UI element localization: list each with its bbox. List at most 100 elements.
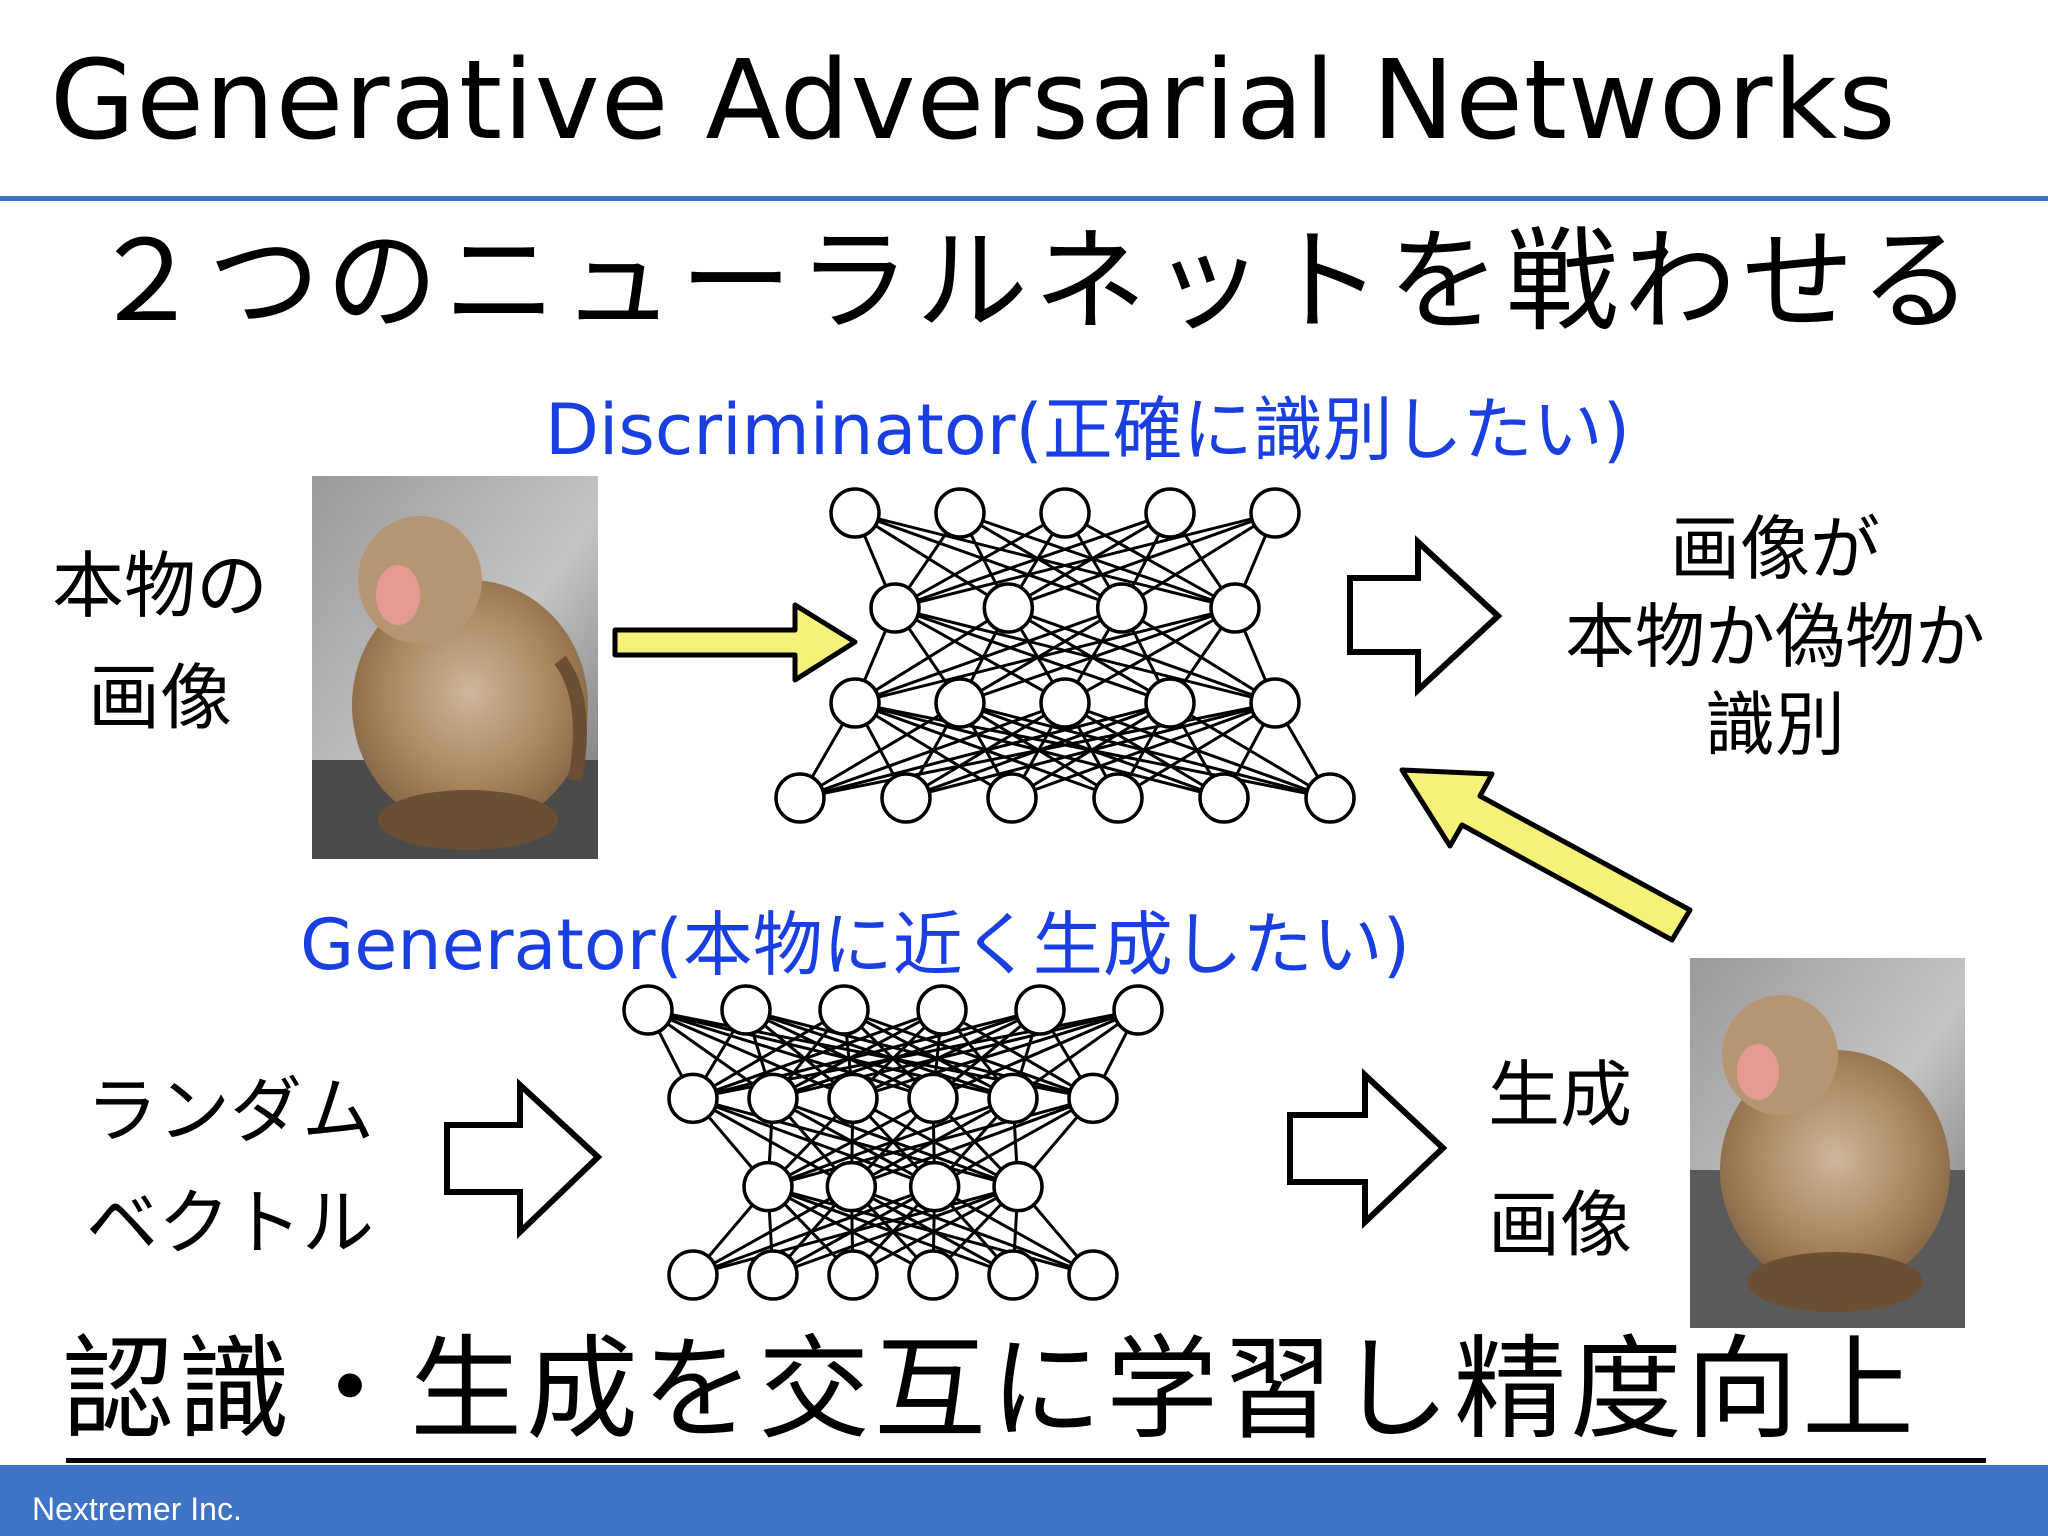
discriminator-connection bbox=[959, 511, 1236, 610]
discriminator-network bbox=[774, 487, 1356, 824]
generator-connection bbox=[772, 1185, 1019, 1277]
random-vector-label: ランダム ベクトル bbox=[60, 1055, 400, 1279]
output-line3: 識別 bbox=[1705, 684, 1845, 766]
discriminator-node-layer3 bbox=[1039, 677, 1091, 729]
generator-node-layer2 bbox=[667, 1072, 719, 1125]
generator-connection bbox=[767, 1096, 1014, 1189]
discriminator-connection bbox=[1007, 606, 1171, 705]
discriminator-connection bbox=[1117, 701, 1276, 800]
generator-node-layer4 bbox=[827, 1249, 879, 1301]
generator-node-layer3 bbox=[742, 1160, 794, 1213]
real-image-label: 本物の 画像 bbox=[30, 530, 290, 754]
generator-node-layer1 bbox=[720, 984, 772, 1036]
discriminator-node-layer1 bbox=[1249, 487, 1301, 539]
generator-node-layer3 bbox=[992, 1160, 1044, 1213]
footer-bar bbox=[0, 1465, 2048, 1536]
generator-connection bbox=[850, 1096, 1094, 1189]
generator-connection bbox=[767, 1097, 934, 1188]
real-image-label-line1: 本物の bbox=[51, 544, 268, 628]
generator-node-layer4 bbox=[987, 1249, 1039, 1301]
discriminator-connection bbox=[959, 511, 1123, 610]
discriminator-node-layer3 bbox=[1144, 677, 1196, 729]
generator-connection bbox=[843, 1008, 1014, 1100]
discriminator-node-layer1 bbox=[1039, 487, 1091, 539]
conclusion-underline bbox=[66, 1458, 1986, 1463]
generator-node-layer3 bbox=[908, 1160, 961, 1213]
discriminator-node-layer2 bbox=[1095, 582, 1148, 634]
discriminator-label: Discriminator(正確に識別したい) bbox=[545, 389, 1631, 471]
slide-subtitle: ２つのニューラルネットを戦わせる bbox=[90, 217, 1978, 347]
hollow-arrow-icon bbox=[1347, 535, 1503, 697]
footer-company: Nextremer Inc. bbox=[32, 1491, 242, 1527]
discriminator-connection bbox=[799, 701, 1276, 800]
discriminator-output-label: 画像が 本物か偽物か 識別 bbox=[1500, 505, 2048, 769]
generator-node-layer4 bbox=[747, 1249, 799, 1301]
generated-image-line2: 画像 bbox=[1487, 1183, 1632, 1267]
discriminator-connection bbox=[894, 606, 1171, 705]
discriminator-node-layer3 bbox=[934, 677, 986, 729]
discriminator-node-layer4 bbox=[1304, 772, 1356, 824]
discriminator-connection bbox=[894, 511, 1066, 610]
discriminator-connection bbox=[854, 511, 1010, 610]
generator-node-layer4 bbox=[667, 1249, 719, 1301]
random-vector-line2: ベクトル bbox=[85, 1181, 374, 1265]
discriminator-connection bbox=[799, 701, 1066, 800]
discriminator-connection bbox=[1120, 606, 1276, 705]
generator-node-layer1 bbox=[916, 984, 968, 1036]
generator-connection bbox=[772, 1008, 1041, 1100]
generator-connection bbox=[933, 1097, 1094, 1188]
discriminator-connection bbox=[959, 606, 1236, 705]
discriminator-node-layer4 bbox=[1198, 772, 1250, 824]
slide-title: Generative Adversarial Networks bbox=[50, 36, 1897, 164]
generated-monkey-photo-icon bbox=[1690, 958, 1965, 1328]
generator-node-layer1 bbox=[818, 984, 870, 1036]
generator-node-layer3 bbox=[825, 1160, 878, 1213]
generator-node-layer1 bbox=[1014, 984, 1066, 1036]
generator-network bbox=[622, 984, 1164, 1301]
discriminator-connection bbox=[854, 606, 1123, 705]
discriminator-connection bbox=[894, 511, 1171, 610]
generator-connection bbox=[772, 1008, 943, 1100]
generator-connection bbox=[692, 1185, 853, 1277]
generator-connection bbox=[692, 1008, 1041, 1100]
generator-connection bbox=[932, 1008, 1139, 1100]
generator-node-layer4 bbox=[907, 1249, 959, 1301]
discriminator-connection bbox=[1064, 511, 1236, 610]
discriminator-node-layer3 bbox=[1249, 677, 1301, 729]
real-image-label-line2: 画像 bbox=[87, 656, 232, 740]
discriminator-node-layer4 bbox=[774, 772, 826, 824]
discriminator-connection bbox=[1007, 511, 1276, 610]
generator-connection bbox=[767, 1096, 1094, 1189]
output-line2: 本物か偽物か bbox=[1565, 596, 1985, 678]
random-vector-line1: ランダム bbox=[85, 1069, 374, 1153]
generator-node-layer2 bbox=[907, 1072, 959, 1125]
generator-node-layer2 bbox=[827, 1072, 879, 1125]
discriminator-connection bbox=[1120, 511, 1276, 610]
discriminator-connection bbox=[854, 606, 1236, 705]
discriminator-node-layer2 bbox=[869, 582, 921, 634]
generator-node-layer2 bbox=[747, 1072, 799, 1125]
generator-connection bbox=[941, 1008, 1094, 1100]
title-divider bbox=[0, 196, 2048, 201]
generator-node-layer2 bbox=[1067, 1072, 1119, 1125]
discriminator-connection bbox=[905, 701, 1276, 800]
discriminator-node-layer4 bbox=[880, 772, 932, 824]
discriminator-connection bbox=[854, 511, 1236, 610]
discriminator-node-layer2 bbox=[1209, 582, 1261, 634]
generator-connection bbox=[852, 1008, 1139, 1100]
generator-connection bbox=[692, 1185, 936, 1277]
hollow-arrow-icon-generator-output bbox=[1287, 1068, 1448, 1229]
generator-node-layer1 bbox=[1112, 984, 1164, 1036]
discriminator-connection bbox=[894, 511, 1276, 610]
discriminator-connection bbox=[1007, 606, 1276, 705]
discriminator-node-layer1 bbox=[829, 487, 881, 539]
generator-connection bbox=[852, 1185, 1019, 1277]
discriminator-connection bbox=[854, 511, 1123, 610]
yellow-arrow-icon-feedback bbox=[1399, 767, 1693, 943]
discriminator-connection bbox=[894, 606, 1066, 705]
generator-node-layer2 bbox=[987, 1072, 1039, 1125]
discriminator-connection bbox=[1064, 606, 1236, 705]
discriminator-connection bbox=[894, 606, 1276, 705]
